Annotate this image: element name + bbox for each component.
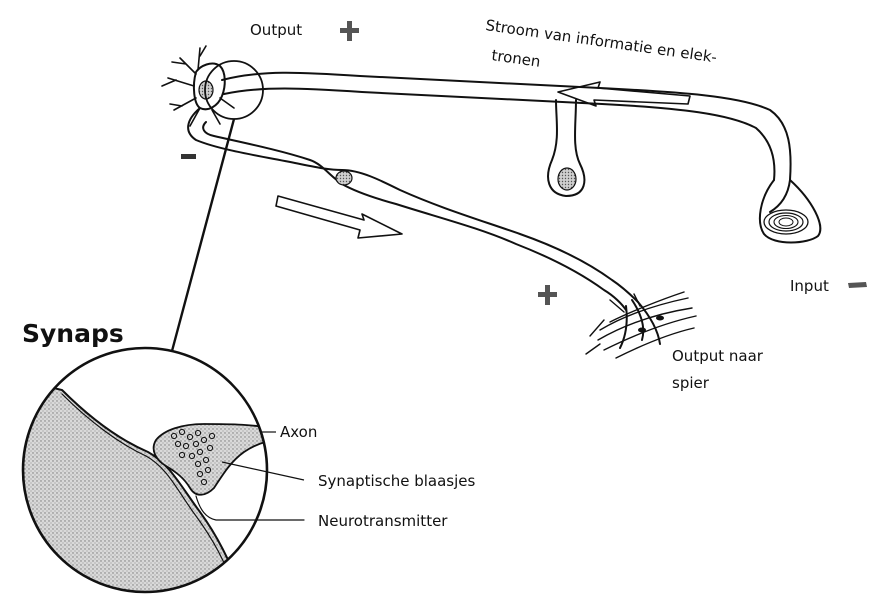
minus-sign-soma: [181, 154, 196, 159]
minus-sign-input: [848, 282, 867, 288]
flow-arrow-bottom: [276, 196, 402, 238]
cell-body: [162, 46, 234, 126]
vesicles-label: Synaptische blaasjes: [318, 472, 476, 490]
flow-label-line2: tronen: [490, 46, 541, 71]
zoom-connector: [172, 119, 234, 351]
output-label: Output: [250, 21, 302, 39]
input-label: Input: [790, 277, 829, 295]
axon-label: Axon: [280, 423, 317, 441]
plus-sign-output: [340, 21, 359, 41]
neurotransmitter-label: Neurotransmitter: [318, 512, 448, 530]
motor-axon: [188, 108, 638, 310]
output-muscle-label-line1: Output naar: [672, 347, 764, 365]
plus-sign-muscle: [538, 285, 557, 305]
output-muscle-label-line2: spier: [672, 374, 710, 392]
synaps-title: Synaps: [22, 319, 124, 348]
